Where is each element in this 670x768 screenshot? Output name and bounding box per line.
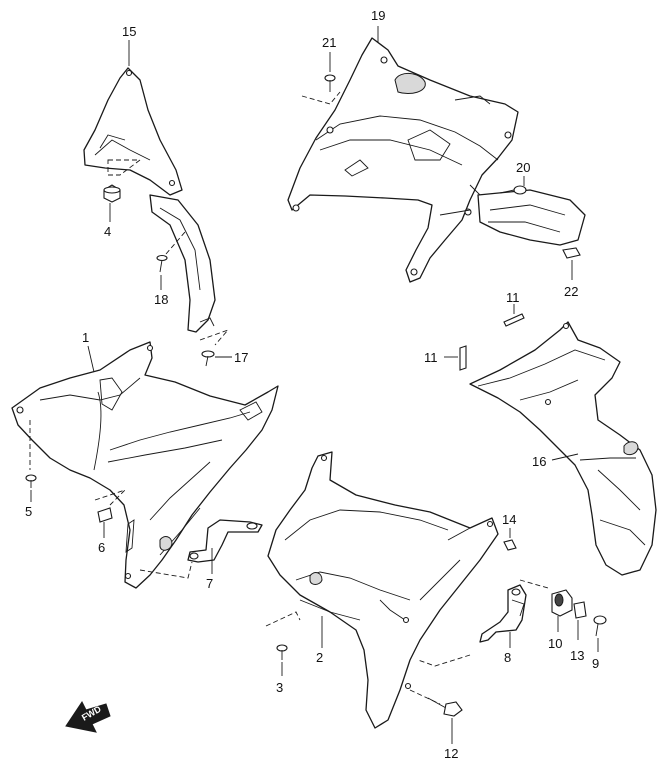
callout-14: 14 xyxy=(502,512,516,527)
callout-12: 12 xyxy=(444,746,458,761)
callout-2: 2 xyxy=(316,650,323,665)
part-22-pad xyxy=(562,247,581,259)
callout-5: 5 xyxy=(25,504,32,519)
part-1-left-cowling xyxy=(11,341,279,589)
callout-8: 8 xyxy=(504,650,511,665)
part-20-screw xyxy=(499,185,527,195)
part-16-right-panel xyxy=(469,321,657,576)
callout-1: 1 xyxy=(82,330,89,345)
part-8-bracket xyxy=(417,579,549,667)
callout-3: 3 xyxy=(276,680,283,695)
callout-11-upper: 11 xyxy=(506,290,520,305)
callout-13: 13 xyxy=(570,648,584,663)
callout-19: 19 xyxy=(371,8,385,23)
part-3-screw xyxy=(265,611,301,660)
part-10-grommet xyxy=(551,589,573,617)
callout-16: 16 xyxy=(532,454,546,469)
callout-6: 6 xyxy=(98,540,105,555)
callout-9: 9 xyxy=(592,656,599,671)
part-18-screw xyxy=(156,231,186,273)
part-17-screw xyxy=(199,328,230,367)
callout-15: 15 xyxy=(122,24,136,39)
callout-17: 17 xyxy=(234,350,248,365)
part-13-collar xyxy=(573,601,587,619)
part-11-pad-upper xyxy=(503,313,525,327)
callout-4: 4 xyxy=(104,224,111,239)
part-9-screw xyxy=(593,615,607,637)
callout-21: 21 xyxy=(322,35,336,50)
callout-20: 20 xyxy=(516,160,530,175)
part-14-pad xyxy=(503,539,517,551)
part-2-center-cowling xyxy=(267,451,499,729)
part-7-bracket xyxy=(139,519,263,579)
part-6-clip xyxy=(94,489,126,523)
callout-18: 18 xyxy=(154,292,168,307)
callout-7: 7 xyxy=(206,576,213,591)
part-19-upper-frame xyxy=(287,37,586,283)
part-5-screw xyxy=(25,420,37,488)
part-12-bolt xyxy=(409,689,463,717)
part-15-inner-bracket xyxy=(83,67,216,333)
part-21-screw xyxy=(301,74,341,105)
callout-10: 10 xyxy=(548,636,562,651)
fwd-arrow-icon: FWD xyxy=(65,701,111,733)
callout-11-lower: 11 xyxy=(424,350,438,365)
part-4-nut xyxy=(103,159,142,203)
callout-22: 22 xyxy=(564,284,578,299)
part-11-pad-lower xyxy=(459,345,467,371)
